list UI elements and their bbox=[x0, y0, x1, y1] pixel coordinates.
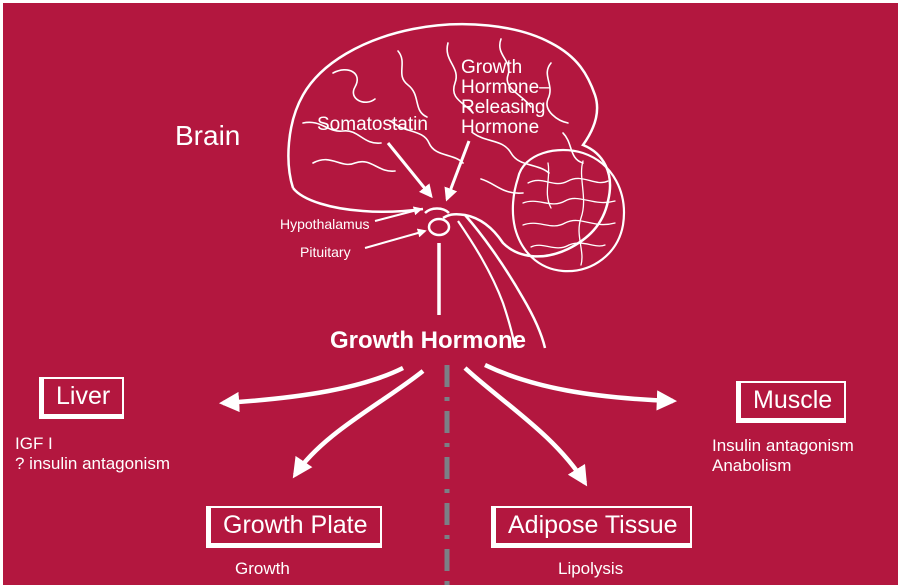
somatostatin-label: Somatostatin bbox=[317, 115, 428, 135]
ghrh-arrow bbox=[447, 141, 469, 199]
pituitary-gland bbox=[429, 219, 449, 235]
liver-box: Liver bbox=[39, 377, 124, 419]
ghrh-label: Growth Hormone– Releasing Hormone bbox=[461, 58, 550, 138]
hypothalamus-region bbox=[425, 209, 449, 214]
hypothalamus-label: Hypothalamus bbox=[280, 217, 370, 232]
ghrh-label-line-4: Hormone bbox=[461, 118, 550, 138]
arrow-to-growth-plate bbox=[295, 371, 423, 475]
brain-label: Brain bbox=[175, 121, 240, 150]
adipose-effect: Lipolysis bbox=[558, 560, 623, 578]
arrow-to-adipose bbox=[465, 368, 585, 483]
adipose-tissue-box: Adipose Tissue bbox=[491, 506, 692, 548]
pituitary-pointer bbox=[365, 231, 425, 248]
muscle-box: Muscle bbox=[736, 381, 846, 423]
muscle-effect-anabolism: Anabolism bbox=[712, 457, 791, 475]
diagram-artwork bbox=[3, 3, 901, 588]
pituitary-label: Pituitary bbox=[300, 245, 351, 260]
growth-hormone-label: Growth Hormone bbox=[330, 328, 526, 353]
arrow-to-muscle bbox=[485, 365, 673, 401]
ghrh-label-line-1: Growth bbox=[461, 58, 550, 78]
cerebellum-outline bbox=[513, 150, 624, 271]
liver-effect-insulin: ? insulin antagonism bbox=[15, 455, 170, 473]
ghrh-label-line-3: Releasing bbox=[461, 98, 550, 118]
brain-lower-outline bbox=[293, 188, 423, 212]
ghrh-label-line-2: Hormone– bbox=[461, 78, 550, 98]
muscle-effect-insulin: Insulin antagonism bbox=[712, 437, 854, 455]
arrow-to-liver bbox=[223, 368, 403, 403]
growth-plate-box: Growth Plate bbox=[206, 506, 382, 548]
growth-plate-effect: Growth bbox=[235, 560, 290, 578]
liver-effect-igf: IGF I bbox=[15, 435, 53, 453]
somatostatin-arrow bbox=[388, 143, 431, 196]
